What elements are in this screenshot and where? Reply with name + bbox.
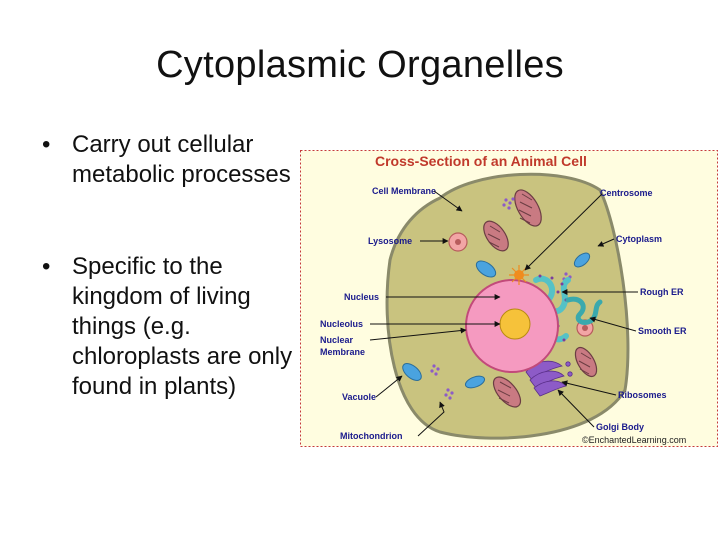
vacuole [464, 375, 486, 389]
bullet-list: • Carry out cellular metabolic processes… [36, 130, 296, 402]
label-golgi-body: Golgi Body [596, 422, 644, 432]
credit-text: ©EnchantedLearning.com [582, 435, 686, 445]
nucleolus [499, 308, 531, 340]
label-mitochondrion: Mitochondrion [340, 431, 403, 441]
label-smooth-er: Smooth ER [638, 326, 687, 336]
label-nucleolus: Nucleolus [320, 319, 363, 329]
bullet-item: • Carry out cellular metabolic processes [36, 130, 296, 190]
leader-lines [369, 190, 638, 437]
bullet-item: • Specific to the kingdom of living thin… [36, 252, 296, 402]
vacuole [402, 363, 422, 381]
mitochondrion [514, 189, 542, 227]
label-ribosomes: Ribosomes [618, 390, 667, 400]
bullet-dot-icon: • [42, 253, 51, 280]
smooth-er [565, 296, 603, 325]
mitochondrion [483, 220, 509, 252]
bullet-text: Carry out cellular metabolic processes [72, 131, 291, 188]
animal-cell-diagram: Cross-Section of an Animal Cell [300, 150, 718, 447]
slide-title: Cytoplasmic Organelles [156, 44, 564, 86]
centrosome [509, 265, 529, 285]
label-cell-membrane: Cell Membrane [372, 186, 436, 196]
label-vacuole: Vacuole [342, 392, 376, 402]
vacuole [475, 260, 497, 278]
label-lysosome: Lysosome [368, 236, 412, 246]
label-nucleus: Nucleus [344, 292, 379, 302]
vacuole [573, 252, 591, 268]
lysosome [455, 239, 461, 245]
label-cytoplasm: Cytoplasm [616, 234, 662, 244]
bullet-dot-icon: • [42, 131, 51, 158]
bullet-text: Specific to the kingdom of living things… [72, 253, 293, 400]
label-centrosome: Centrosome [600, 188, 653, 198]
diagram-title: Cross-Section of an Animal Cell [375, 153, 587, 169]
label-nuclear-membrane: Membrane [320, 347, 365, 357]
label-nuclear-membrane: Nuclear [320, 335, 354, 345]
ribosome-cluster [430, 197, 572, 400]
mitochondrion [492, 376, 522, 408]
lysosome [582, 325, 588, 331]
mitochondrion [574, 346, 598, 378]
label-rough-er: Rough ER [640, 287, 684, 297]
